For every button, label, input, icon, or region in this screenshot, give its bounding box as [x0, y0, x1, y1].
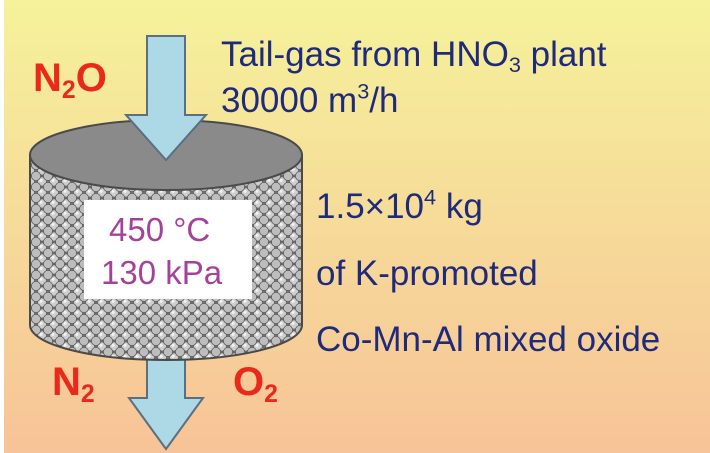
inlet-species-label: N2O [33, 56, 107, 104]
conditions-box [84, 200, 252, 299]
outlet-n2-label: N2 [52, 360, 95, 408]
temperature-label: 450 °C [109, 211, 211, 248]
flow-rate-label: 30000 m3/h [221, 78, 399, 120]
catalyst-type-label: of K-promoted [316, 254, 538, 293]
catalyst-composition-label: Co-Mn-Al mixed oxide [316, 320, 661, 359]
tail-gas-label: Tail-gas from HNO3 plant [221, 35, 607, 78]
pressure-label: 130 kPa [101, 254, 223, 291]
inlet-arrow [123, 35, 209, 162]
left-border [0, 0, 4, 453]
outlet-o2-label: O2 [233, 360, 278, 408]
catalyst-mass-label: 1.5×104 kg [316, 184, 483, 226]
